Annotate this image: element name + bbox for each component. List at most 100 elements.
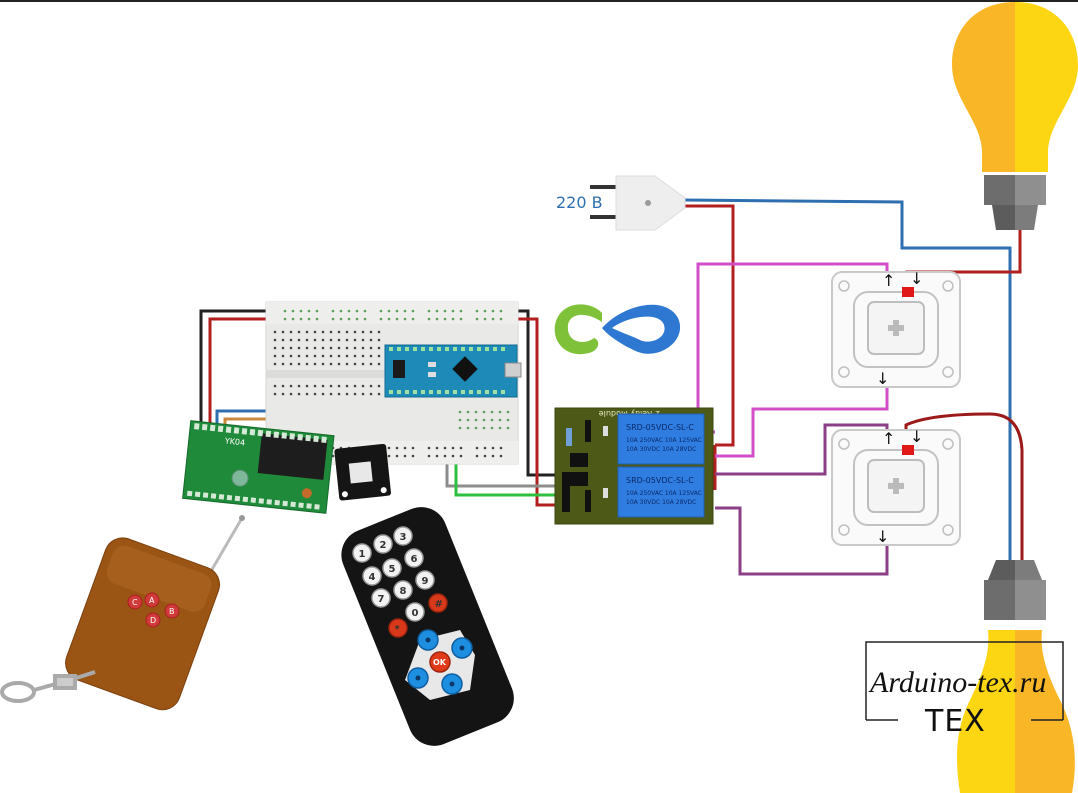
keyfob-button-a[interactable]	[144, 592, 160, 608]
breadboard-hole	[281, 362, 285, 366]
rf-pin	[233, 427, 240, 434]
breadboard-rail-hole	[347, 309, 351, 313]
nano-pin	[453, 347, 457, 351]
breadboard-rail-hole	[459, 454, 463, 458]
arrow-down-icon: ↓	[876, 527, 889, 546]
rf-pin	[321, 436, 327, 443]
ir-key-label: 5	[389, 564, 396, 575]
breadboard-rail-hole	[459, 309, 463, 313]
breadboard-hole	[281, 354, 285, 358]
breadboard-hole	[273, 338, 277, 342]
keyfob-button-label: C	[132, 598, 138, 607]
breadboard-hole	[345, 338, 349, 342]
breadboard-rail-hole	[475, 446, 479, 450]
ir-key-1[interactable]	[352, 543, 372, 563]
nano-pin	[437, 390, 441, 394]
ir-key-hash[interactable]	[428, 593, 448, 613]
breadboard-rail-hole	[347, 317, 351, 321]
breadboard-rail-hole	[427, 446, 431, 450]
rf-pin	[225, 426, 232, 433]
breadboard-hole	[289, 346, 293, 350]
relay-1-rating-1: 10A 250VAC 10A 125VAC	[626, 437, 702, 444]
breadboard-hole	[281, 338, 285, 342]
rf-pin	[289, 433, 296, 440]
nano-pin	[477, 347, 481, 351]
breadboard-hole	[474, 418, 478, 422]
breadboard-hole	[490, 410, 494, 414]
arrow-up-icon	[425, 637, 431, 643]
breadboard-hole	[353, 354, 357, 358]
breadboard-rail-hole	[315, 309, 319, 313]
nano-pin	[469, 390, 473, 394]
breadboard-hole	[297, 338, 301, 342]
rf-pad	[234, 495, 241, 502]
breadboard-rail-hole	[483, 454, 487, 458]
rf-pad	[202, 492, 209, 498]
switch-screw-hole	[942, 524, 954, 536]
breadboard-rail-hole	[307, 317, 311, 321]
wire-relay2-nc-to-switch2	[715, 506, 889, 576]
rf-pad	[314, 504, 320, 510]
breadboard-hole	[305, 392, 309, 396]
keyfob-button-c[interactable]	[127, 594, 143, 610]
breadboard-hole	[313, 354, 317, 358]
breadboard-hole	[474, 426, 478, 430]
breadboard-hole	[297, 384, 301, 388]
breadboard-hole	[369, 354, 373, 358]
breadboard-hole	[498, 418, 502, 422]
breadboard-hole	[369, 384, 373, 388]
ir-key-6[interactable]	[404, 548, 424, 568]
watermark-site-text: Arduino-tex.ru	[868, 666, 1046, 699]
keyfob-button-b[interactable]	[164, 603, 180, 619]
ir-key-2[interactable]	[373, 534, 393, 554]
breadboard-rail-hole	[355, 309, 359, 313]
breadboard-rail-hole	[379, 309, 383, 313]
rf-pin	[297, 433, 303, 441]
keyfob-button-label: D	[150, 616, 156, 625]
breadboard-rail-hole	[491, 309, 495, 313]
breadboard-rail-hole	[307, 309, 311, 313]
ir-key-3[interactable]	[393, 526, 413, 546]
nano-pin	[477, 390, 481, 394]
breadboard-hole	[313, 392, 317, 396]
rf-pin	[265, 430, 272, 438]
ir-key-ok[interactable]	[429, 651, 451, 673]
breadboard-rail-hole	[435, 317, 439, 321]
switch-screw-hole	[942, 280, 954, 292]
ir-key-5[interactable]	[382, 558, 402, 578]
breadboard-rail-hole	[459, 446, 463, 450]
relay-2-rating-1: 10A 250VAC 10A 125VAC	[626, 490, 702, 497]
ir-key-label: OK	[433, 658, 447, 667]
ir-key-4[interactable]	[362, 566, 382, 586]
breadboard-hole	[305, 346, 309, 350]
arrow-down-icon	[449, 681, 455, 687]
ir-key-9[interactable]	[415, 570, 435, 590]
rf-pad	[250, 497, 257, 503]
rf-pad	[258, 498, 265, 504]
breadboard-hole	[297, 354, 301, 358]
breadboard-rail-hole	[395, 454, 399, 458]
rf-pad	[266, 499, 272, 505]
relay-2-model: SRD-05VDC-SL-C	[626, 476, 694, 485]
breadboard-rail-hole	[291, 309, 295, 313]
keyfob-button-d[interactable]	[145, 612, 161, 628]
breadboard-hole	[281, 384, 285, 388]
breadboard-rail-hole	[387, 454, 391, 458]
ir-key-7[interactable]	[371, 588, 391, 608]
breadboard-hole	[313, 362, 317, 366]
rf-pad	[282, 500, 288, 507]
breadboard-rail-hole	[411, 309, 415, 313]
wire-rf-vcc	[208, 317, 282, 428]
breadboard-hole	[297, 330, 301, 334]
breadboard-rail-hole	[451, 309, 455, 313]
breadboard-rail-hole	[283, 309, 287, 313]
breadboard-hole	[305, 354, 309, 358]
ir-key-star[interactable]	[388, 618, 408, 638]
ir-key-8[interactable]	[393, 580, 413, 600]
nano-usb-port	[504, 362, 522, 378]
nano-pin	[421, 390, 425, 394]
breadboard-hole	[273, 330, 277, 334]
rf-pin	[241, 428, 248, 435]
ir-key-0[interactable]	[405, 602, 425, 622]
light-switch-2: ↑↓↓	[831, 427, 961, 546]
